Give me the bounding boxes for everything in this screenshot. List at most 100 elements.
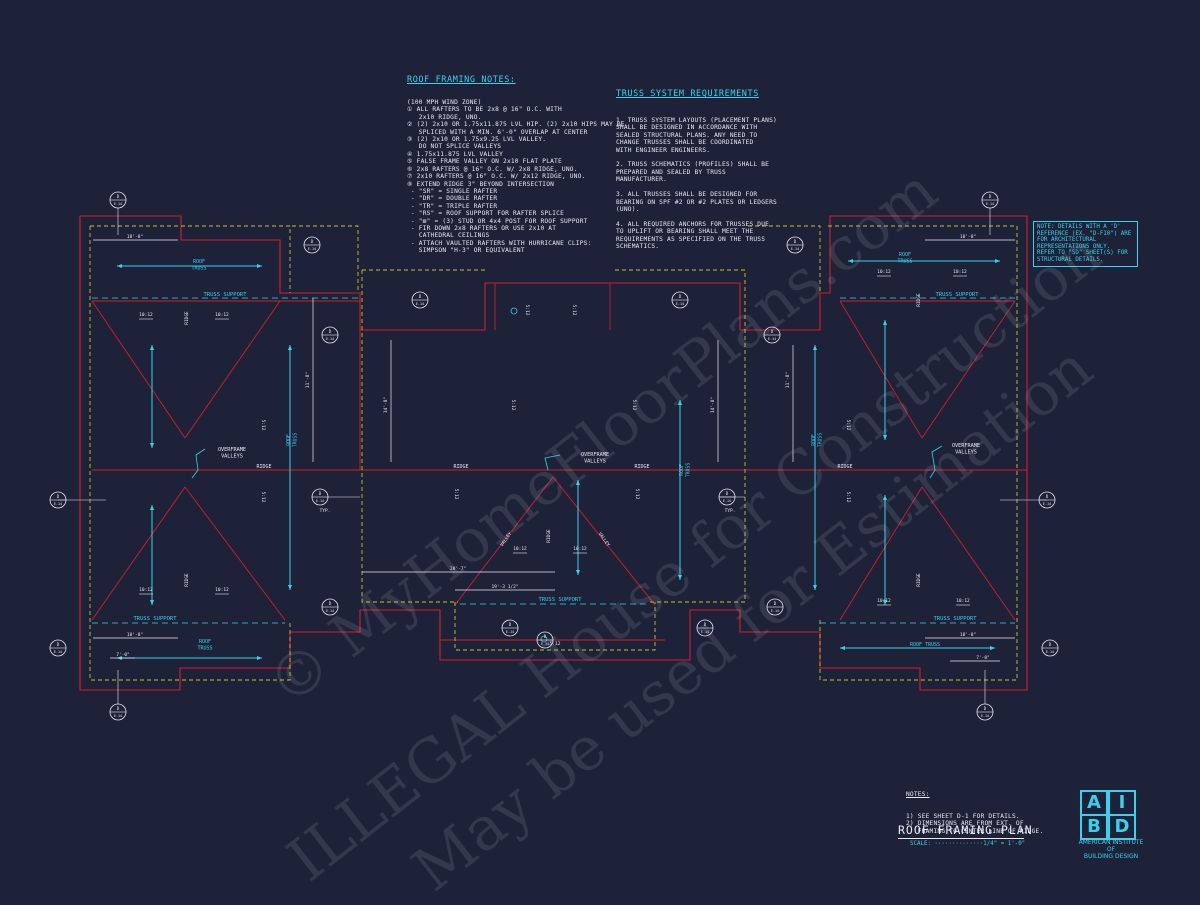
- sheet-notes-heading: NOTES:: [906, 790, 930, 798]
- logo-letter-a: A: [1080, 790, 1108, 816]
- label-ridge-vse: RIDGE: [916, 573, 922, 587]
- pitch-c1: 10:12: [513, 546, 527, 552]
- pitch-sw2: 10:12: [215, 587, 229, 593]
- detail-marker-8-bot: E-14: [308, 247, 316, 251]
- label-ridge-w: RIDGE: [256, 464, 271, 470]
- rafter-arrow-w1-head-t: [150, 345, 154, 350]
- eave-center-right: [615, 269, 746, 603]
- truss-arrow-sw-head-r: [257, 656, 262, 660]
- label-ridge-c1: RIDGE: [453, 464, 468, 470]
- detail-marker-1-top: D: [989, 194, 992, 199]
- pitch-n-b: 5:12: [571, 305, 577, 316]
- truss-system-notes: TRUSS SYSTEM REQUIREMENTS 1. TRUSS SYSTE…: [616, 76, 777, 265]
- detail-marker-1-bot: E-14: [986, 202, 994, 206]
- truss-notes-body: 1. TRUSS SYSTEM LAYOUTS (PLACEMENT PLANS…: [616, 117, 777, 250]
- detail-marker-7-bot: E-14: [981, 714, 989, 718]
- center-valley-a: [454, 476, 554, 606]
- dim-sw: 18'-8": [127, 632, 143, 638]
- rafter-arrow-c2-head-b: [576, 570, 580, 575]
- detail-marker-15-bot: E-14: [723, 499, 731, 503]
- rafter-arrow-w2-head-b: [150, 600, 154, 605]
- pitch-ne1: 10:12: [877, 269, 891, 275]
- eave-center-left: [361, 270, 458, 603]
- detail-reference-note: NOTE: DETAILS WITH A 'D' REFERENCE (EX. …: [1033, 221, 1138, 267]
- rafter-arrow-e3-head-t: [813, 345, 817, 350]
- pitch-s: 5:12: [550, 641, 561, 647]
- scale-label: SCALE: ··············1/4" = 1'-0": [910, 841, 1026, 847]
- detail-marker-17-top: D: [774, 601, 777, 606]
- pitch-nw1: 10:12: [139, 312, 153, 318]
- label-ridge-c2: RIDGE: [634, 464, 649, 470]
- rafter-arrow-w1-head-b: [150, 443, 154, 448]
- detail-marker-0-bot: E-14: [114, 202, 122, 206]
- leader-overframe-c: [544, 454, 561, 471]
- pitch-w-a: 5:12: [260, 420, 266, 431]
- eave-nw: [90, 225, 291, 293]
- logo-letter-i: I: [1108, 790, 1136, 816]
- west-hip-c: [91, 486, 186, 621]
- detail-marker-11-top: D: [679, 294, 682, 299]
- detail-marker-20-bot: E-14: [541, 642, 549, 646]
- pitch-c2: 10:12: [573, 546, 587, 552]
- sheet-notes: NOTES: 1) SEE SHEET D-1 FOR DETAILS. 2) …: [906, 776, 1043, 850]
- rafter-arrow-w3-head-b: [288, 585, 292, 590]
- callout-s: [540, 635, 548, 643]
- dim-se2: 7'-0": [976, 655, 990, 661]
- east-hip-a: [839, 300, 923, 439]
- eave-w: [89, 226, 291, 681]
- detail-marker-8-top: D: [311, 239, 314, 244]
- roof-framing-notes: ROOF FRAMING NOTES: (100 MPH WIND ZONE) …: [407, 62, 625, 269]
- label-truss-support-ne: TRUSS SUPPORT: [935, 292, 979, 298]
- west-hip-a: [91, 300, 186, 439]
- east-hip-b: [921, 300, 1016, 439]
- rafter-arrow-w3-head-t: [288, 345, 292, 350]
- pitch-se1: 10:12: [877, 598, 891, 604]
- dim-w11: 11'-8": [305, 372, 311, 388]
- label-truss-support-sw: TRUSS SUPPORT: [133, 616, 177, 622]
- logo-letter-d: D: [1108, 814, 1136, 840]
- logo-caption: AMERICAN INSTITUTE OF BUILDING DESIGN: [1078, 839, 1144, 860]
- detail-marker-13-top: D: [771, 329, 774, 334]
- label-typ-e: TYP.: [725, 508, 736, 514]
- truss-arrow-se-head-l: [840, 646, 845, 650]
- sheet-title: ROOF FRAMING PLAN: [898, 823, 1033, 837]
- label-ridge-vnw: RIDGE: [184, 311, 190, 325]
- detail-marker-12-bot: E-14: [326, 337, 334, 341]
- label-ridge-vc: RIDGE: [546, 529, 552, 543]
- leader-overframe-e: [929, 445, 943, 479]
- dim-c19: 19'-3 1/2": [491, 584, 518, 590]
- label-typ-w: TYP.: [320, 508, 331, 514]
- detail-marker-20-top: D: [544, 634, 547, 639]
- pitch-n-a: 5:12: [524, 305, 530, 316]
- label-ridge-e: RIDGE: [837, 464, 852, 470]
- aibd-logo: A I B D AMERICAN INSTITUTE OF BUILDING D…: [1074, 786, 1148, 866]
- label-ridge-vne: RIDGE: [916, 293, 922, 307]
- label-ridge-vsw: RIDGE: [184, 573, 190, 587]
- detail-marker-12-top: D: [329, 329, 332, 334]
- rafter-arrow-e2-head-t: [883, 495, 887, 500]
- logo-letter-b: B: [1080, 814, 1108, 840]
- dim-se: 18'-8": [960, 632, 976, 638]
- dim-nw: 18'-8": [127, 234, 143, 240]
- rafter-arrow-e3-head-b: [813, 585, 817, 590]
- detail-marker-4-bot: E-14: [54, 650, 62, 654]
- label-valley-r: VALLEY: [597, 531, 611, 548]
- sheet-notes-body: 1) SEE SHEET D-1 FOR DETAILS. 2) DIMENSI…: [906, 813, 1044, 835]
- detail-marker-16-top: D: [329, 601, 332, 606]
- detail-marker-18-top: D: [509, 622, 512, 627]
- detail-marker-14-bot: E-14: [316, 499, 324, 503]
- eave-porch: [454, 602, 656, 651]
- title-underline: [898, 838, 1024, 839]
- pitch-c-a: 5:12: [453, 489, 459, 500]
- label-truss-support-nw: TRUSS SUPPORT: [203, 292, 247, 298]
- center-valley-b: [552, 476, 656, 606]
- detail-marker-5-top: D: [1049, 642, 1052, 647]
- dim-c28: 28'-7": [450, 566, 466, 572]
- callout-n: [510, 307, 518, 315]
- pitch-c-d: 5:12: [634, 489, 640, 500]
